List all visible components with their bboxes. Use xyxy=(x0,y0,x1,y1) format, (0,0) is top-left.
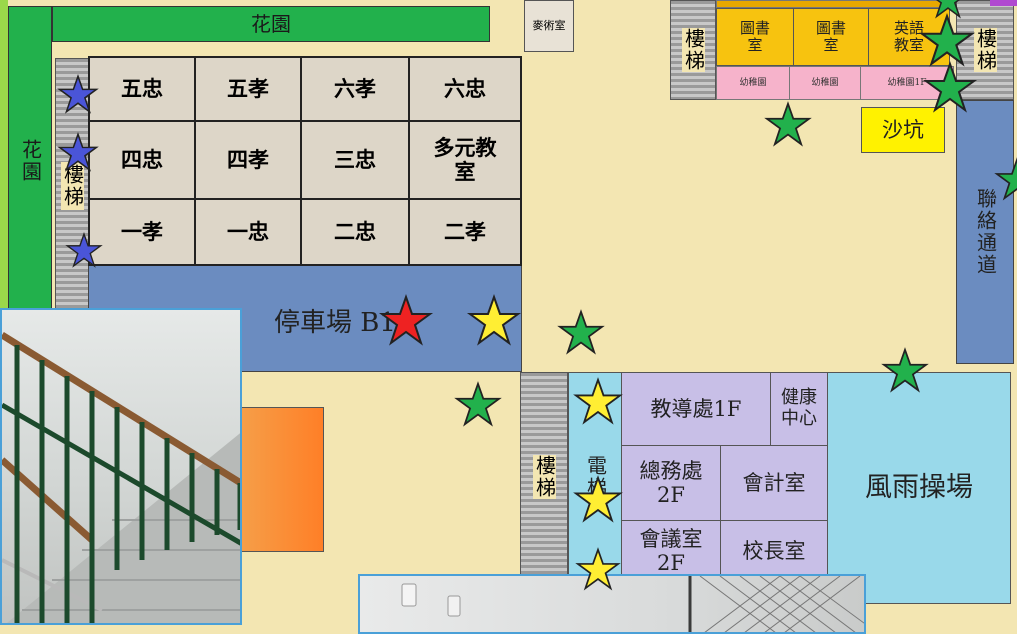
rain-playground-label: 風雨操場 xyxy=(865,472,973,504)
staircase-photo xyxy=(0,308,242,625)
classroom: 六孝 xyxy=(300,56,410,122)
green-star-icon xyxy=(764,101,812,147)
blue-star-icon xyxy=(57,131,99,172)
green-star-icon xyxy=(454,381,502,427)
red-star-icon xyxy=(378,293,434,346)
meeting-room: 會議室2F xyxy=(621,520,721,582)
green-star-icon xyxy=(994,157,1017,201)
stairs-right-label: 樓梯 xyxy=(973,28,998,72)
top-edge-strip xyxy=(716,0,956,8)
green-star-icon xyxy=(918,12,976,67)
library-2: 圖書室 xyxy=(793,8,869,66)
library-1: 圖書室 xyxy=(716,8,794,66)
classroom: 一孝 xyxy=(88,198,196,266)
yellow-star-icon xyxy=(573,475,623,523)
classroom: 一忠 xyxy=(194,198,302,266)
yellow-star-icon xyxy=(466,293,522,346)
garden-left: 花園 xyxy=(8,6,52,316)
guidance-office: 教導處1F xyxy=(621,372,771,446)
room-top-small: 麥術室 xyxy=(524,0,574,52)
classroom: 四孝 xyxy=(194,120,302,200)
room-top-small-label: 麥術室 xyxy=(532,18,566,32)
garden-left-label: 花園 xyxy=(18,139,43,183)
classroom: 五忠 xyxy=(88,56,196,122)
general-affairs: 總務處2F xyxy=(621,445,721,521)
classroom: 五孝 xyxy=(194,56,302,122)
blue-star-icon xyxy=(65,231,103,268)
sandpit: 沙坑 xyxy=(861,107,945,153)
green-star-icon xyxy=(557,309,605,355)
stairs-top-right-label: 樓梯 xyxy=(681,28,706,72)
garden-top-label: 花園 xyxy=(251,11,291,36)
corridor-label: 聯絡通道 xyxy=(973,188,998,276)
stairs-center: 樓梯 xyxy=(520,372,568,582)
sandpit-label: 沙坑 xyxy=(882,117,924,142)
left-edge-strip xyxy=(0,0,8,320)
yellow-star-icon xyxy=(573,377,623,425)
staircase-illustration xyxy=(2,332,240,623)
stairs-center-label: 樓梯 xyxy=(532,455,557,499)
stairs-left-label: 樓梯 xyxy=(60,161,85,210)
parking-label: 停車場 B1 xyxy=(274,308,396,339)
blue-star-icon xyxy=(57,73,99,114)
classroom: 六忠 xyxy=(408,56,522,122)
classroom: 二忠 xyxy=(300,198,410,266)
purple-corner xyxy=(990,0,1017,6)
rain-playground: 風雨操場 xyxy=(827,372,1011,604)
classroom-grid: 五忠 五孝 六孝 六忠 四忠 四孝 三忠 多元教室 一孝 一忠 二忠 二孝 xyxy=(88,56,522,266)
stairs-top-right: 樓梯 xyxy=(670,0,716,100)
green-star-icon xyxy=(922,60,978,113)
kindergarten-2: 幼稚園 xyxy=(789,66,861,100)
green-star-icon xyxy=(881,347,929,393)
yellow-star-icon xyxy=(575,547,621,591)
classroom: 四忠 xyxy=(88,120,196,200)
health-center: 健康中心 xyxy=(770,372,828,446)
corridor: 聯絡通道 xyxy=(956,100,1014,364)
classroom: 多元教室 xyxy=(408,120,522,200)
kindergarten-1: 幼稚園 xyxy=(716,66,790,100)
principal-office: 校長室 xyxy=(720,520,828,582)
classroom: 二孝 xyxy=(408,198,522,266)
garden-top: 花園 xyxy=(52,6,490,42)
green-star-icon xyxy=(935,0,961,19)
orange-building xyxy=(236,407,324,552)
accounting: 會計室 xyxy=(720,445,828,521)
classroom: 三忠 xyxy=(300,120,410,200)
